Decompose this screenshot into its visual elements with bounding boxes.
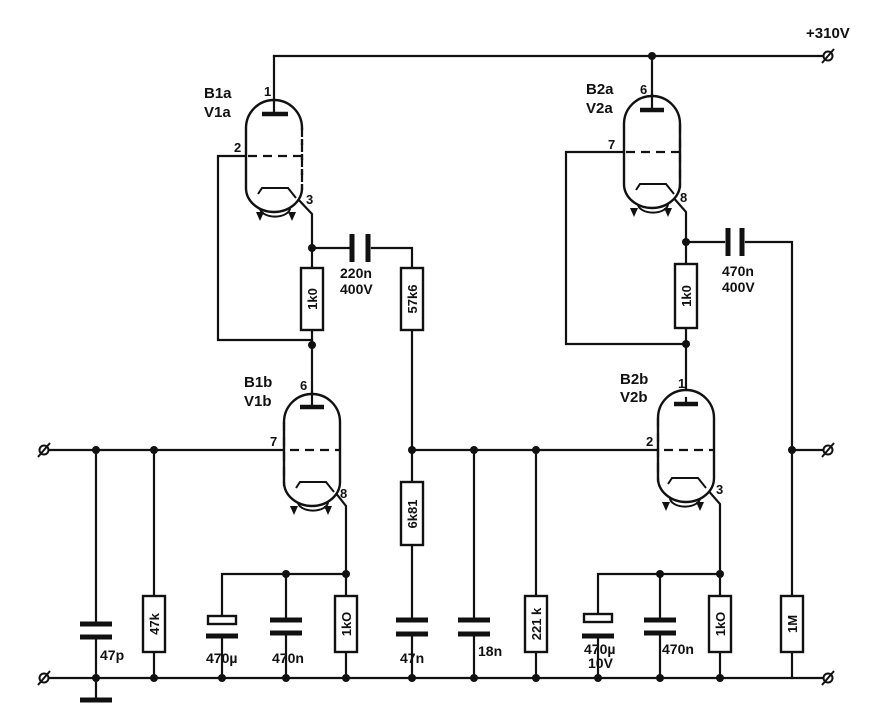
- pin-label: 2: [234, 140, 241, 155]
- ground-terminal-left: [37, 670, 51, 686]
- pin-label: 1: [678, 376, 685, 391]
- output-terminal: [821, 442, 835, 458]
- tube-b2a-name: B2a: [586, 81, 614, 98]
- junctions: [92, 52, 796, 682]
- pin-label: 6: [300, 378, 307, 393]
- terminals: [37, 48, 835, 686]
- resistors: 1k0 57k6 6k81 1k0 47k 1kO 221 k 1kO 1M: [141, 262, 805, 654]
- capacitor-220n: [349, 234, 371, 262]
- tube-b1a-type: V1a: [204, 104, 231, 121]
- tube-b1a-name: B1a: [204, 85, 232, 102]
- capacitor-470n-2: [644, 617, 676, 636]
- supply-terminal: [821, 48, 835, 64]
- pin-label: 7: [270, 434, 277, 449]
- pin-label: 2: [646, 434, 653, 449]
- tube-b1b: [282, 390, 342, 515]
- cap-47p-value: 47p: [100, 647, 124, 663]
- cap-470u-value: 470µ: [206, 650, 237, 666]
- resistor-b2a-cathode: 1k0: [673, 262, 699, 330]
- capacitor-470u-1: [206, 614, 238, 639]
- tube-b1b-name: B1b: [244, 374, 272, 391]
- resistor-value: 1k0: [679, 285, 694, 307]
- ground-terminal-right: [821, 670, 835, 686]
- cap-470n-value: 470n: [272, 650, 304, 666]
- capacitor-470u-2: [582, 612, 614, 639]
- tube-b2b-name: B2b: [620, 371, 648, 388]
- resistor-b2b-cathode: 1kO: [707, 594, 733, 654]
- tube-b1a: [244, 98, 304, 221]
- pin-label: 8: [340, 486, 347, 501]
- resistor-b1a-cathode: 1k0: [299, 266, 325, 332]
- capacitor-18n: [458, 617, 490, 637]
- resistor-value: 1M: [785, 615, 800, 633]
- resistor-value: 1kO: [713, 612, 728, 637]
- tube-b2a: [622, 92, 682, 217]
- input-terminal: [37, 442, 51, 458]
- resistor-value: 47k: [147, 612, 162, 634]
- capacitor-470n-1: [270, 617, 302, 636]
- resistor-value: 57k6: [405, 285, 420, 314]
- tube-b2a-type: V2a: [586, 100, 613, 117]
- pin-label: 3: [716, 482, 723, 497]
- cap-47n-value: 47n: [400, 650, 424, 666]
- resistor-value: 6k81: [405, 500, 420, 529]
- capacitor-47n: [396, 617, 428, 637]
- cap-220n-value: 220n: [340, 265, 372, 281]
- cap-470n2-value: 470n: [662, 641, 694, 657]
- resistor-b1b-cathode: 1kO: [333, 594, 359, 654]
- labels: +310V B1a V1a 1 2 3 B1b V1b 6 7 8 B2a V2…: [100, 25, 850, 671]
- resistor-value: 1kO: [339, 612, 354, 637]
- pin-label: 1: [264, 84, 271, 99]
- cap-470n-rating: 400V: [722, 279, 755, 295]
- cap-220n-rating: 400V: [340, 281, 373, 297]
- resistor-47k: 47k: [141, 594, 167, 654]
- resistor-57k6: 57k6: [399, 266, 425, 332]
- tube-b2b: [656, 388, 716, 511]
- cap-470n-value: 470n: [722, 263, 754, 279]
- capacitors: [80, 228, 745, 640]
- cap-470u2-rating: 10V: [588, 655, 614, 671]
- tube-b2b-type: V2b: [620, 389, 648, 406]
- pin-label: 3: [306, 192, 313, 207]
- resistor-221k: 221 k: [523, 594, 549, 654]
- resistor-6k81: 6k81: [399, 480, 425, 547]
- resistor-value: 221 k: [529, 607, 544, 640]
- resistor-1M: 1M: [779, 594, 805, 654]
- pin-label: 7: [608, 137, 615, 152]
- supply-label: +310V: [806, 25, 850, 42]
- tube-b1b-type: V1b: [244, 393, 272, 410]
- wiring: [46, 54, 826, 703]
- pin-label: 8: [680, 190, 687, 205]
- cap-470u2-value: 470µ: [584, 641, 615, 657]
- resistor-value: 1k0: [305, 288, 320, 310]
- cap-18n-value: 18n: [478, 643, 502, 659]
- capacitor-47p: [80, 621, 112, 640]
- capacitor-470n-coupling: [725, 228, 745, 256]
- pin-label: 6: [640, 82, 647, 97]
